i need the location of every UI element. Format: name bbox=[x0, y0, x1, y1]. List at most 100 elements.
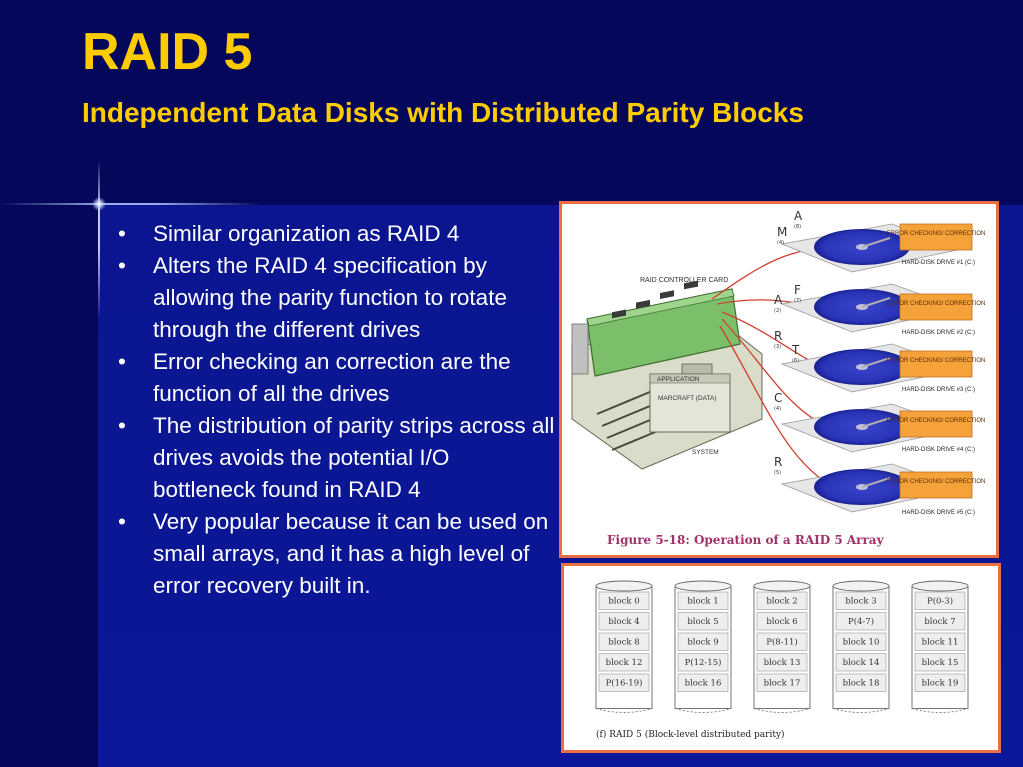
block-label: block 1 bbox=[687, 596, 718, 606]
data-letter-index: (4) bbox=[777, 240, 784, 246]
block-label: P(0-3) bbox=[927, 595, 953, 606]
block-label: block 6 bbox=[766, 617, 797, 627]
block-label: block 3 bbox=[845, 596, 876, 606]
bullet-item: •Very popular because it can be used on … bbox=[112, 506, 557, 602]
block-label: block 12 bbox=[606, 658, 643, 668]
drive-label: HARD-DISK DRIVE #5 (C:) bbox=[902, 510, 975, 516]
bullet-dot: • bbox=[118, 509, 126, 534]
block-cell bbox=[835, 632, 887, 651]
cylinder-bottom bbox=[595, 708, 653, 713]
bullet-list: •Similar organization as RAID 4 •Alters … bbox=[112, 218, 557, 602]
bullet-item: •Error checking an correction are the fu… bbox=[112, 346, 557, 410]
block-label: block 8 bbox=[608, 637, 639, 647]
figure1-caption: Figure 5-18: Operation of a RAID 5 Array bbox=[607, 533, 885, 547]
bullet-item: • The distribution of parity strips acros… bbox=[112, 410, 557, 506]
cylinder-bottom bbox=[832, 708, 890, 713]
application-label: APPLICATION bbox=[657, 376, 700, 383]
decorative-vertical-line bbox=[98, 160, 100, 320]
bullet-dot: • bbox=[118, 349, 126, 374]
block-cell bbox=[914, 673, 966, 692]
block-label: block 0 bbox=[608, 596, 639, 606]
svg-text:ERROR CHECKING/ CORRECTION: ERROR CHECKING/ CORRECTION bbox=[887, 418, 986, 424]
block-cell bbox=[914, 612, 966, 631]
cylinder-top bbox=[595, 580, 653, 592]
block-cell bbox=[756, 591, 808, 610]
cylinder-top bbox=[753, 580, 811, 592]
raid5-parity-figure: (f) RAID 5 (Block-level distributed pari… bbox=[561, 563, 1001, 753]
cylinder-top bbox=[674, 580, 732, 592]
block-label: block 13 bbox=[764, 658, 801, 668]
block-cell bbox=[598, 591, 650, 610]
data-letter: F bbox=[794, 283, 801, 297]
data-letter-index: (7) bbox=[794, 298, 801, 304]
block-label: block 2 bbox=[766, 596, 797, 606]
ecc-box: ERROR CHECKING/ CORRECTION bbox=[887, 410, 986, 438]
block-cell bbox=[756, 653, 808, 672]
application-window: APPLICATION MARCRAFT (DATA) bbox=[649, 373, 731, 433]
block-cell bbox=[598, 673, 650, 692]
data-letter: M bbox=[777, 225, 787, 239]
raid5-operation-figure: RAID CONTROLLER CARD APPLICATION MARCRAF… bbox=[559, 201, 999, 558]
cylinder-bottom bbox=[753, 708, 811, 713]
slide-title: RAID 5 bbox=[82, 23, 253, 81]
block-cell bbox=[756, 632, 808, 651]
block-label: P(16-19) bbox=[606, 677, 643, 688]
data-letter: C bbox=[774, 391, 782, 405]
bullet-text: Similar organization as RAID 4 bbox=[153, 221, 460, 246]
block-cell bbox=[914, 653, 966, 672]
block-label: P(4-7) bbox=[848, 616, 874, 627]
block-label: block 19 bbox=[922, 678, 959, 688]
header-band bbox=[0, 0, 1023, 205]
block-label: block 14 bbox=[843, 658, 880, 668]
svg-text:ERROR CHECKING/ CORRECTION: ERROR CHECKING/ CORRECTION bbox=[887, 231, 986, 237]
raid-controller-card bbox=[571, 280, 741, 377]
disk-cylinder: block 1 block 5 block 9 P(12-15) block 16 bbox=[674, 580, 732, 713]
block-cell bbox=[677, 653, 729, 672]
block-label: block 5 bbox=[687, 617, 718, 627]
svg-text:ERROR CHECKING/ CORRECTION: ERROR CHECKING/ CORRECTION bbox=[887, 479, 986, 485]
bullet-dot: • bbox=[118, 253, 126, 278]
data-letter-index: (3) bbox=[774, 344, 781, 350]
cylinder-top bbox=[911, 580, 969, 592]
block-cell bbox=[677, 591, 729, 610]
data-letter-index: (2) bbox=[774, 308, 781, 314]
data-letter: A bbox=[794, 209, 803, 223]
block-label: P(12-15) bbox=[685, 657, 722, 668]
data-letter-index: (6) bbox=[792, 358, 799, 364]
data-letter: R bbox=[774, 329, 782, 343]
cylinder-bottom bbox=[911, 708, 969, 713]
bullet-dot: • bbox=[118, 221, 126, 246]
block-cell bbox=[677, 632, 729, 651]
block-label: block 16 bbox=[685, 678, 722, 688]
data-letter-index: (8) bbox=[794, 224, 801, 230]
bullet-item: • Similar organization as RAID 4 bbox=[112, 218, 557, 250]
system-label: SYSTEM bbox=[692, 449, 719, 456]
block-label: block 4 bbox=[608, 617, 639, 627]
decorative-horizontal-line bbox=[0, 203, 260, 205]
drive-label: HARD-DISK DRIVE #2 (C:) bbox=[902, 330, 975, 336]
bullet-dot: • bbox=[118, 413, 126, 438]
block-cell bbox=[598, 632, 650, 651]
block-cell bbox=[835, 612, 887, 631]
decorative-sparkle bbox=[92, 197, 106, 211]
block-label: block 10 bbox=[843, 637, 880, 647]
block-cell bbox=[677, 673, 729, 692]
ecc-box: ERROR CHECKING/ CORRECTION bbox=[887, 350, 985, 378]
block-label: block 7 bbox=[924, 617, 955, 627]
bullet-text: The distribution of parity strips across… bbox=[153, 413, 555, 502]
block-cell bbox=[756, 612, 808, 631]
data-letter: A bbox=[774, 293, 783, 307]
disk-cylinder: block 0 block 4 block 8 block 12 P(16-19) bbox=[595, 580, 653, 713]
ecc-box: ERROR CHECKING/ CORRECTION bbox=[887, 223, 986, 251]
block-cell bbox=[914, 632, 966, 651]
controller-label: RAID CONTROLLER CARD bbox=[640, 277, 728, 284]
drive-label: HARD-DISK DRIVE #1 (C:) bbox=[902, 260, 975, 266]
data-letter: R bbox=[774, 455, 782, 469]
block-label: block 9 bbox=[687, 637, 718, 647]
drive-label: HARD-DISK DRIVE #3 (C:) bbox=[902, 387, 975, 393]
block-label: P(8-11) bbox=[766, 636, 797, 647]
ecc-box: ERROR CHECKING/ CORRECTION bbox=[887, 293, 985, 321]
figure2-caption: (f) RAID 5 (Block-level distributed pari… bbox=[596, 729, 785, 740]
